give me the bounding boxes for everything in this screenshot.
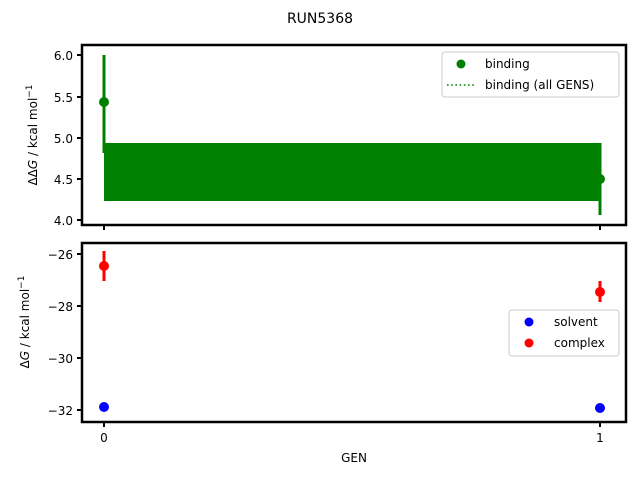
top-y-axis-label: ΔΔG / kcal mol−1 xyxy=(25,84,40,185)
bottom-panel: −26 −28 −30 −32 0 1 GEN ΔG / kcal mol−1 … xyxy=(17,241,628,465)
complex-point-gen1 xyxy=(595,287,605,297)
top-ytick-label: 6.0 xyxy=(54,49,73,63)
binding-point-gen0 xyxy=(99,97,109,107)
solvent-point-gen1 xyxy=(595,403,605,413)
bottom-y-ticks: −26 −28 −30 −32 xyxy=(48,248,82,418)
bottom-axes-frame xyxy=(80,241,628,424)
legend-label-complex: complex xyxy=(554,336,605,350)
complex-point-gen0 xyxy=(99,261,109,271)
bottom-ytick-label: −30 xyxy=(48,352,73,366)
x-axis-label: GEN xyxy=(341,451,367,465)
legend-marker-solvent-icon xyxy=(524,317,534,327)
figure-title: RUN5368 xyxy=(287,11,353,27)
legend-label-binding-all-gens: binding (all GENS) xyxy=(485,78,594,92)
xtick-label-gen1: 1 xyxy=(596,431,604,445)
top-legend: binding binding (all GENS) xyxy=(441,51,620,98)
bottom-legend: solvent complex xyxy=(508,309,620,357)
top-y-ticks: 6.0 5.5 5.0 4.5 4.0 xyxy=(54,49,82,228)
top-ytick-label: 4.5 xyxy=(54,173,73,187)
legend-label-solvent: solvent xyxy=(554,315,598,329)
legend-marker-binding-icon xyxy=(456,59,466,69)
legend-label-binding: binding xyxy=(485,57,530,71)
bottom-ytick-label: −28 xyxy=(48,300,73,314)
top-axes-frame xyxy=(80,43,628,227)
top-panel: 6.0 5.5 5.0 4.5 4.0 ΔΔG / kcal mol−1 bin… xyxy=(25,43,628,230)
xtick-label-gen0: 0 xyxy=(100,431,108,445)
solvent-point-gen0 xyxy=(99,402,109,412)
top-ytick-label: 5.0 xyxy=(54,132,73,146)
bottom-y-axis-label: ΔG / kcal mol−1 xyxy=(17,276,32,369)
binding-point-gen1 xyxy=(595,174,605,184)
bottom-ytick-label: −26 xyxy=(48,248,73,262)
legend-marker-complex-icon xyxy=(524,338,534,348)
top-ytick-label: 5.5 xyxy=(54,91,73,105)
binding-all-gens-band xyxy=(104,143,600,201)
top-ytick-label: 4.0 xyxy=(54,214,73,228)
bottom-ytick-label: −32 xyxy=(48,404,73,418)
